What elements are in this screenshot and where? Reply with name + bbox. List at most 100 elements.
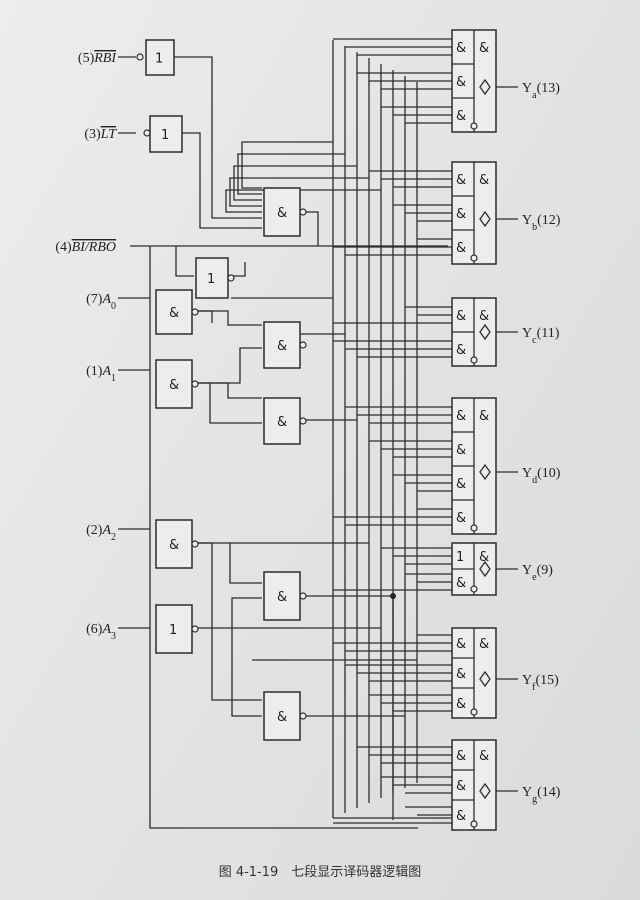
rbo-nand-gate-output-bubble: [299, 208, 307, 216]
input-label-6: (6)A3: [86, 622, 116, 642]
input-name: A: [101, 364, 111, 379]
output-label-f: Yf(15): [522, 673, 559, 693]
output-pin: (9): [537, 563, 554, 578]
input-pin: (4): [55, 240, 72, 255]
nand-gate-2-output-bubble: [299, 417, 307, 425]
input-subscript: 2: [111, 532, 116, 543]
a3-input-gate-symbol: 1: [169, 623, 177, 638]
output-label-c: Yc(11): [522, 326, 560, 346]
output-block-a-diamond: [479, 78, 491, 96]
rbo-nand-gate-symbol: &: [277, 206, 287, 221]
output-block-d-row-symbol: &: [456, 511, 466, 526]
output-block-c-row-symbol: &: [456, 343, 466, 358]
nand-gate-2-symbol: &: [277, 415, 287, 430]
output-name: Y: [522, 81, 532, 96]
output-subscript: d: [532, 475, 537, 486]
output-block-e-row-symbol: &: [456, 576, 466, 591]
output-subscript: a: [532, 90, 537, 101]
output-block-a-bubble: [470, 122, 478, 130]
output-pin: (12): [537, 213, 561, 228]
wire: [231, 262, 246, 277]
a2-input-gate-symbol: &: [169, 538, 179, 553]
input-subscript: 1: [111, 373, 116, 384]
output-block-a-row-symbol: &: [456, 75, 466, 90]
input-name: RBI: [93, 51, 117, 66]
output-block-c-diamond: [479, 323, 491, 341]
output-name: Y: [522, 213, 532, 228]
output-block-f-or-symbol: &: [479, 637, 489, 652]
output-label-a: Ya(13): [522, 81, 560, 101]
nand-gate-4-output-bubble: [299, 712, 307, 720]
output-block-f-row-symbol: &: [456, 637, 466, 652]
a1-input-gate-output-bubble: [191, 380, 199, 388]
output-pin: (13): [537, 81, 561, 96]
output-block-f-bubble: [470, 708, 478, 716]
wire: [300, 211, 319, 246]
output-subscript: c: [532, 335, 537, 346]
output-block-b-row-symbol: &: [456, 241, 466, 256]
nand-gate-3-output-bubble: [299, 592, 307, 600]
output-block-d-diamond: [479, 463, 491, 481]
input-pin: (2): [86, 523, 103, 538]
junction-dot: [390, 593, 396, 599]
output-pin: (14): [537, 785, 561, 800]
output-block-d-row-symbol: &: [456, 409, 466, 424]
output-block-d-row-symbol: &: [456, 443, 466, 458]
wire: [233, 165, 357, 201]
input-name: LT: [100, 127, 118, 142]
wire: [171, 56, 262, 219]
a0-input-gate-symbol: &: [169, 306, 179, 321]
output-pin: (11): [537, 326, 560, 341]
rbi-input-bubble: [136, 53, 144, 61]
rbo-nand-gate: [263, 187, 301, 237]
output-block-g-row-symbol: &: [456, 779, 466, 794]
output-name: Y: [522, 785, 532, 800]
output-block-b-bubble: [470, 254, 478, 262]
output-block-f-row-symbol: &: [456, 697, 466, 712]
output-subscript: f: [532, 682, 536, 693]
a2-input-gate: [155, 519, 193, 569]
wire: [193, 310, 262, 326]
input-label-4: (1)A1: [86, 364, 116, 384]
wire: [209, 383, 262, 424]
output-block-d-row-symbol: &: [456, 477, 466, 492]
output-block-b-row-symbol: &: [456, 207, 466, 222]
rbi-buffer-gate-symbol: 1: [155, 52, 163, 67]
output-block-b-diamond: [479, 210, 491, 228]
nand-gate-4-symbol: &: [277, 710, 287, 725]
wire: [241, 141, 333, 189]
output-block-d-bubble: [470, 524, 478, 532]
output-block-f-row-symbol: &: [456, 667, 466, 682]
output-block-a-or-symbol: &: [479, 41, 489, 56]
a0-input-gate-output-bubble: [191, 308, 199, 316]
input-pin: (7): [86, 292, 103, 307]
input-pin: (5): [78, 51, 95, 66]
a3-input-gate-output-bubble: [191, 625, 199, 633]
input-subscript: 3: [111, 631, 116, 642]
output-label-d: Yd(10): [522, 466, 561, 486]
output-block-g-bubble: [470, 820, 478, 828]
wire: [231, 628, 262, 717]
output-block-c-row-symbol: &: [456, 309, 466, 324]
output-block-b-row-symbol: &: [456, 173, 466, 188]
nand-gate-3: [263, 571, 301, 621]
wire: [225, 189, 381, 213]
wire: [193, 542, 262, 584]
input-name: A: [101, 622, 111, 637]
a2-input-gate-output-bubble: [191, 540, 199, 548]
a1-input-gate-symbol: &: [169, 378, 179, 393]
output-block-e-row-symbol: 1: [456, 550, 464, 565]
output-name: Y: [522, 673, 532, 688]
input-name: BI/RBO: [72, 240, 116, 255]
nand-gate-1: [263, 321, 301, 369]
input-pin: (1): [86, 364, 103, 379]
wire: [193, 347, 262, 384]
input-pin: (3): [84, 127, 101, 142]
bi-buffer-gate-symbol: 1: [207, 272, 215, 287]
input-label-1: (3)LT: [84, 127, 117, 142]
output-block-c-bubble: [470, 356, 478, 364]
wire: [193, 542, 262, 701]
output-block-f-diamond: [479, 670, 491, 688]
input-label-3: (7)A0: [86, 292, 116, 312]
